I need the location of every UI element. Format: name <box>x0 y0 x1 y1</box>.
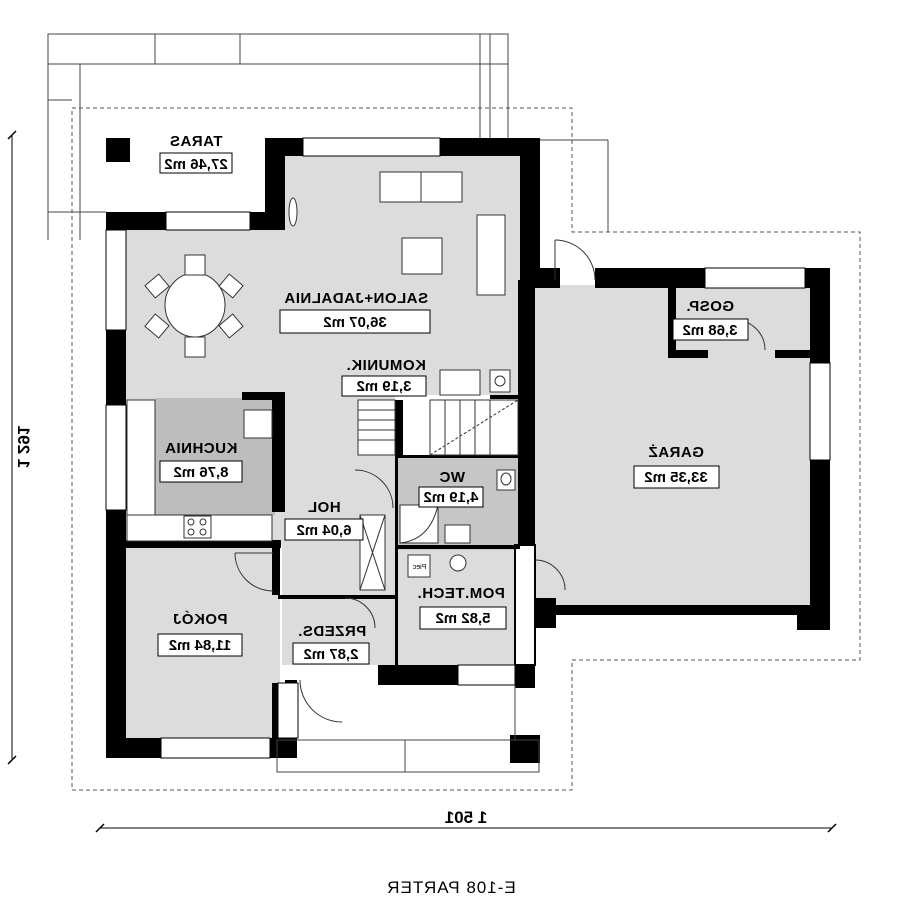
room-name-gosp: GOSP. <box>686 298 734 315</box>
room-area-przedsionek: 2,87 m2 <box>303 646 358 663</box>
appliance-label-piec: Piec <box>412 564 426 571</box>
room-name-przedsionek: PRZEDS. <box>298 623 367 640</box>
room-name-pokoj: POKÓJ <box>172 610 227 628</box>
room-area-box-taras <box>159 152 233 174</box>
room-area-garaz: 33,35 m2 <box>644 469 707 486</box>
room-name-salon: SALON+JADALNIA <box>284 290 428 307</box>
room-area-gosp: 3,68 m2 <box>682 322 737 339</box>
room-name-pomtech: POM.TECH. <box>417 585 505 602</box>
room-name-taras: TARAS <box>169 133 222 150</box>
room-name-hol: HOL <box>307 499 340 516</box>
furniture <box>126 171 766 723</box>
room-area-wc: 4,19 m2 <box>423 489 478 506</box>
room-area-box-gosp <box>672 318 749 341</box>
dimension-width: 1 501 <box>95 808 837 833</box>
dimension-width-label: 1 501 <box>445 808 488 827</box>
room-area-box-przedsionek <box>292 642 370 665</box>
room-area-box-hol <box>284 518 364 541</box>
dimension-height: 1 291 <box>7 130 33 765</box>
windows <box>105 137 831 759</box>
room-name-wc: WC <box>439 469 465 486</box>
plan-caption: E-108 PARTER <box>386 878 515 897</box>
room-area-box-salon <box>279 309 431 334</box>
room-area-kuchnia: 8,76 m2 <box>173 464 228 481</box>
room-area-taras: 27,46 m2 <box>164 156 227 173</box>
room-area-salon: 36,07 m2 <box>323 314 386 331</box>
walls <box>106 138 830 763</box>
room-area-box-pomtech <box>419 606 507 630</box>
room-area-box-pokoj <box>157 633 243 657</box>
room-area-komunik: 3,19 m2 <box>356 378 411 395</box>
room-area-hol: 6,04 m2 <box>296 522 351 539</box>
room-name-kuchnia: KUCHNIA <box>165 440 238 457</box>
pergola <box>47 33 609 240</box>
room-area-pomtech: 5,82 m2 <box>435 610 490 627</box>
room-area-box-kuchnia <box>159 460 243 483</box>
entrance-canopy <box>276 685 540 773</box>
roof-outline <box>71 107 861 791</box>
dimension-height-label: 1 291 <box>14 426 33 469</box>
room-area-box-wc <box>418 486 484 508</box>
room-area-pokoj: 11,84 m2 <box>169 637 232 654</box>
room-name-komunik: KOMUNIK. <box>346 357 426 374</box>
room-area-box-garaz <box>633 465 720 489</box>
terrace-pillar <box>106 138 130 162</box>
room-area-box-komunik <box>341 375 427 397</box>
room-labels: TARAS 27,46 m2 SALON+JADALNIA 36,07 m2 K… <box>157 133 749 665</box>
room-name-garaz: GARAŻ <box>648 444 704 461</box>
